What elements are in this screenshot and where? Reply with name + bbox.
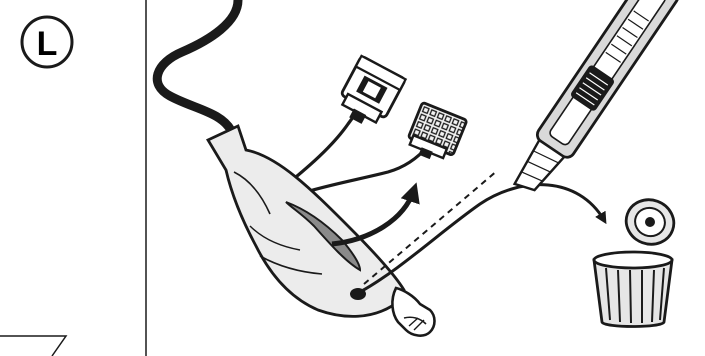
connector-icon [407,101,468,160]
cut-line [363,169,499,285]
step-letter: L [37,25,58,63]
utility-knife-icon [512,0,680,192]
step-circle-icon [20,15,74,69]
arrow-icon [359,183,607,294]
protective-bag-icon [206,124,436,337]
arrow-icon [331,182,420,247]
trash-bin-icon [592,198,676,328]
next-panel-corner-icon [0,335,68,356]
connector-icon [340,54,408,125]
wire-harness-icon [152,0,243,137]
step-label: L [20,15,74,69]
